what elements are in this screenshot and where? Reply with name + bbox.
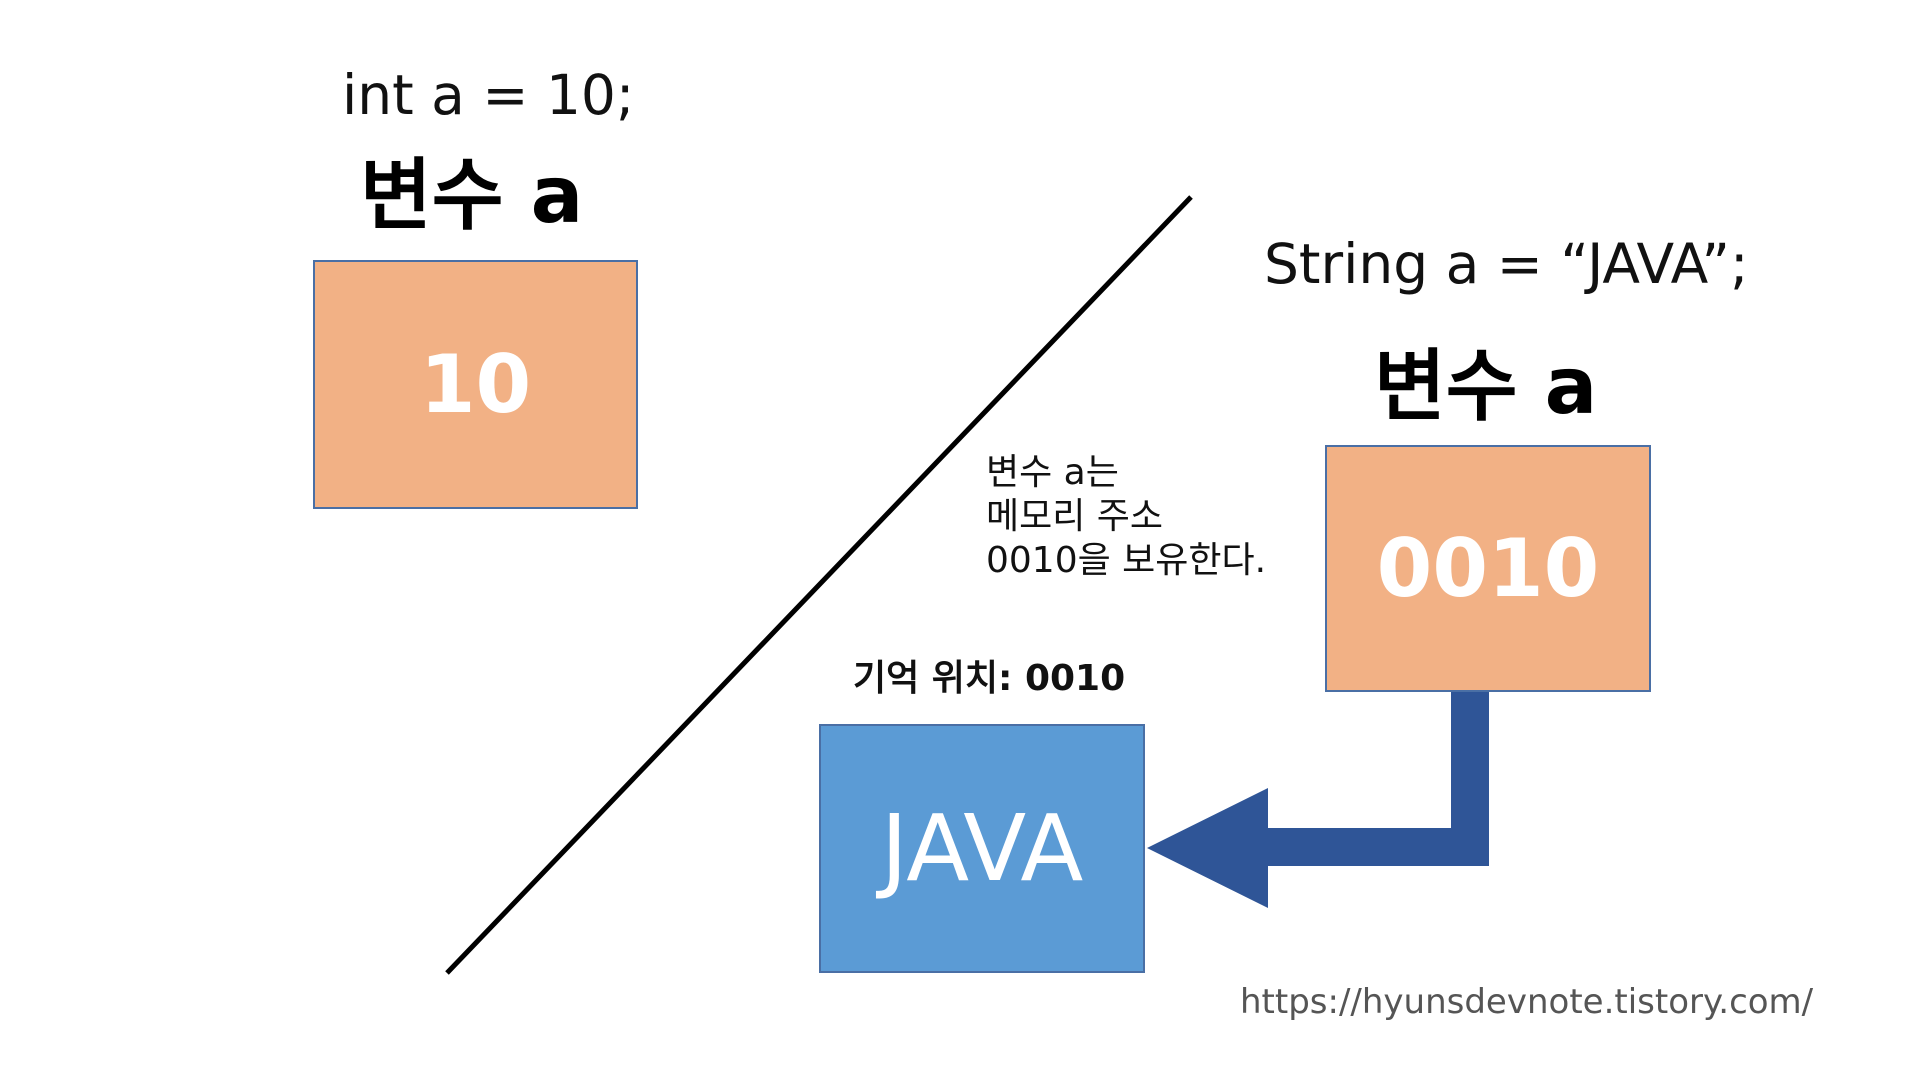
primitive-variable-title: 변수 a	[360, 151, 584, 241]
reference-value-box: 0010	[1325, 445, 1651, 692]
reference-value: 0010	[1376, 521, 1600, 615]
note-line: 메모리 주소	[986, 496, 1164, 537]
watermark-url: https://hyunsdevnote.tistory.com/	[1240, 982, 1814, 1022]
memory-location-label: 기억 위치: 0010	[853, 658, 1126, 699]
memory-value: JAVA	[880, 794, 1084, 902]
reference-code: String a = “JAVA”;	[1264, 232, 1749, 296]
note-line: 변수 a는	[986, 452, 1119, 493]
note-line: 0010을 보유한다.	[986, 540, 1267, 581]
primitive-code: int a = 10;	[342, 63, 635, 127]
divider-line	[445, 195, 1193, 975]
explanation-note: 변수 a는 메모리 주소 0010을 보유한다.	[986, 451, 1266, 583]
memory-box: JAVA	[819, 724, 1145, 973]
pointer-arrow	[1147, 692, 1489, 908]
reference-variable-title: 변수 a	[1374, 342, 1598, 432]
primitive-value: 10	[419, 337, 532, 431]
primitive-value-box: 10	[313, 260, 638, 509]
